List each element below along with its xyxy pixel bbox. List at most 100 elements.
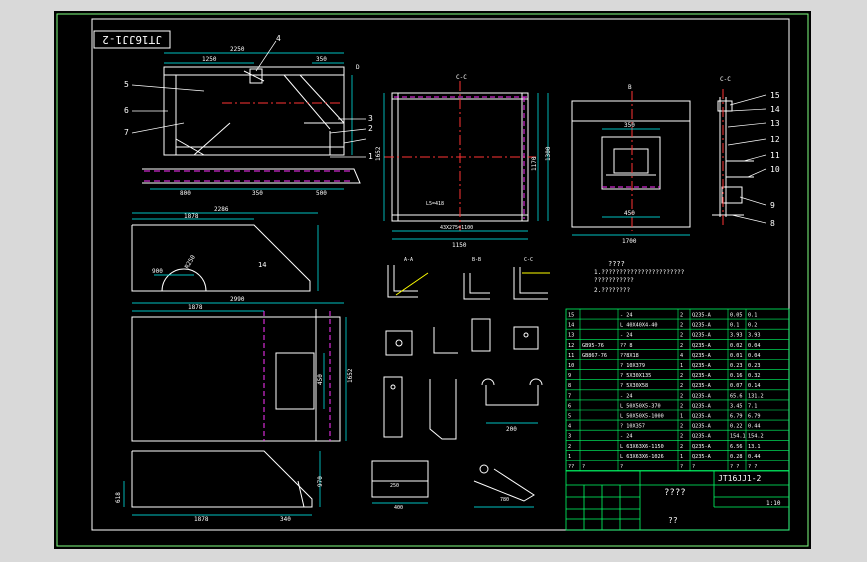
- bom-cell: 0.04: [748, 343, 761, 349]
- bom-cell: 12: [568, 343, 574, 349]
- section-aa-label: A-A: [404, 257, 413, 263]
- bom-cell: 0.1: [730, 323, 739, 329]
- bom-cell: ?: [692, 464, 695, 470]
- bom-cell: Q235-A: [692, 424, 712, 430]
- part-label-11: 11: [770, 151, 780, 160]
- bom-cell: ??8X18: [620, 353, 639, 359]
- bom-cell: 1: [680, 414, 683, 420]
- bom-cell: Q235-A: [692, 363, 712, 369]
- dim-1700: 1700: [622, 238, 637, 245]
- bom-cell: 0.44: [748, 424, 761, 430]
- bom-cell: 2: [680, 383, 683, 389]
- bom-cell: ??: [568, 464, 574, 470]
- bom-cell: 0.16: [730, 373, 743, 379]
- drawing-no-stamp: JT16JJ1-2: [102, 33, 162, 46]
- notes-line-3: 2.????????: [594, 287, 631, 294]
- bom-cell: 2: [680, 323, 683, 329]
- bom-cell: L 63X63X6-1026: [620, 454, 664, 460]
- dim-250: 250: [390, 483, 399, 489]
- bom-cell: 3: [568, 434, 571, 440]
- view-plate-top: [131, 224, 311, 292]
- part-label-7: 7: [124, 128, 129, 137]
- title-company: ??: [668, 516, 678, 525]
- bom-cell: 6.56: [730, 444, 743, 450]
- dim-2250: 2250: [230, 46, 245, 53]
- section-bb-label: B-B: [472, 257, 481, 263]
- bom-cell: 15: [568, 313, 574, 319]
- dim-800: 800: [180, 190, 191, 197]
- bom-cell: 14: [568, 323, 574, 329]
- bom-cell: Q235-A: [692, 454, 712, 460]
- bom-cell: L 63X63X6-1150: [620, 444, 664, 450]
- bom-cell: Q235-A: [692, 343, 712, 349]
- drawing-svg: JT16JJ1-2 2250 1 250 350 800 350 500 D: [56, 13, 809, 547]
- bom-cell: 0.07: [730, 383, 743, 389]
- bom-cell: 1: [680, 454, 683, 460]
- bom-cell: 0.2: [748, 323, 757, 329]
- view-label-c: C-C: [456, 74, 467, 81]
- part-label-14: 14: [770, 105, 780, 114]
- bom-cell: 2: [680, 393, 683, 399]
- dim-350: 350: [316, 56, 327, 63]
- bom-cell: - 24: [620, 333, 633, 339]
- bom-row: ??????? ?? ?: [568, 464, 757, 470]
- bom-cell: 6.79: [748, 414, 761, 420]
- bom-cell: L 50X50X5-1000: [620, 414, 664, 420]
- bom-cell: Q235-A: [692, 444, 712, 450]
- bom-cell: 9: [568, 373, 571, 379]
- bom-cell: 2: [680, 313, 683, 319]
- bom-cell: 7.1: [748, 403, 757, 409]
- dim-2286: 2286: [214, 206, 229, 213]
- bom-cell: Q235-A: [692, 353, 712, 359]
- dim-1170: 1170: [531, 156, 538, 171]
- leaders-view4: [727, 94, 767, 224]
- bom-cell: L 50X50X5-370: [620, 403, 661, 409]
- plate-top-dims: [132, 212, 319, 291]
- bom-cell: 0.01: [730, 353, 743, 359]
- part-label-3: 3: [368, 114, 373, 123]
- detail-small-parts: [371, 318, 543, 502]
- dim-900: 900: [152, 268, 163, 275]
- view-label-d: D: [356, 64, 360, 71]
- title-name: ????: [664, 488, 686, 498]
- dim-r250: R250: [184, 254, 197, 270]
- dim-500: 500: [316, 190, 327, 197]
- bom-cell: ? ?: [748, 464, 757, 470]
- view-front-main: [163, 66, 345, 156]
- part-label-8: 8: [770, 219, 775, 228]
- front-ground-line: [142, 168, 361, 184]
- bom-cell: 4: [680, 353, 683, 359]
- bom-cell: - 24: [620, 313, 633, 319]
- dim-350c: 350: [624, 122, 635, 129]
- part-label-6: 6: [124, 106, 129, 115]
- dim-1878-b: 1878: [188, 304, 203, 311]
- part-label-13: 13: [770, 119, 780, 128]
- plate-main-dims: [132, 302, 347, 441]
- bom-cell: GB867-76: [582, 353, 607, 359]
- bom-cell: ? 5X30X58: [620, 383, 648, 389]
- drawing-sheet[interactable]: JT16JJ1-2 2250 1 250 350 800 350 500 D: [54, 11, 811, 549]
- bom-cell: Q235-A: [692, 434, 712, 440]
- bom-cell: 1: [568, 454, 571, 460]
- bom-cell: 11: [568, 353, 574, 359]
- bom-cell: 0.05: [730, 313, 743, 319]
- bom-cell: 3.45: [730, 403, 743, 409]
- section-b-dimensions: [572, 128, 690, 236]
- dim-1652-b: 1652: [347, 368, 354, 383]
- bom-cell: 2: [568, 444, 571, 450]
- front-dimensions: [150, 52, 353, 190]
- plate-top-mark: 14: [258, 261, 266, 269]
- bom-cell: 131.2: [748, 393, 764, 399]
- bom-cell: 0.23: [748, 363, 761, 369]
- bom-cell: Q235-A: [692, 313, 712, 319]
- bom-cell: 65.6: [730, 393, 743, 399]
